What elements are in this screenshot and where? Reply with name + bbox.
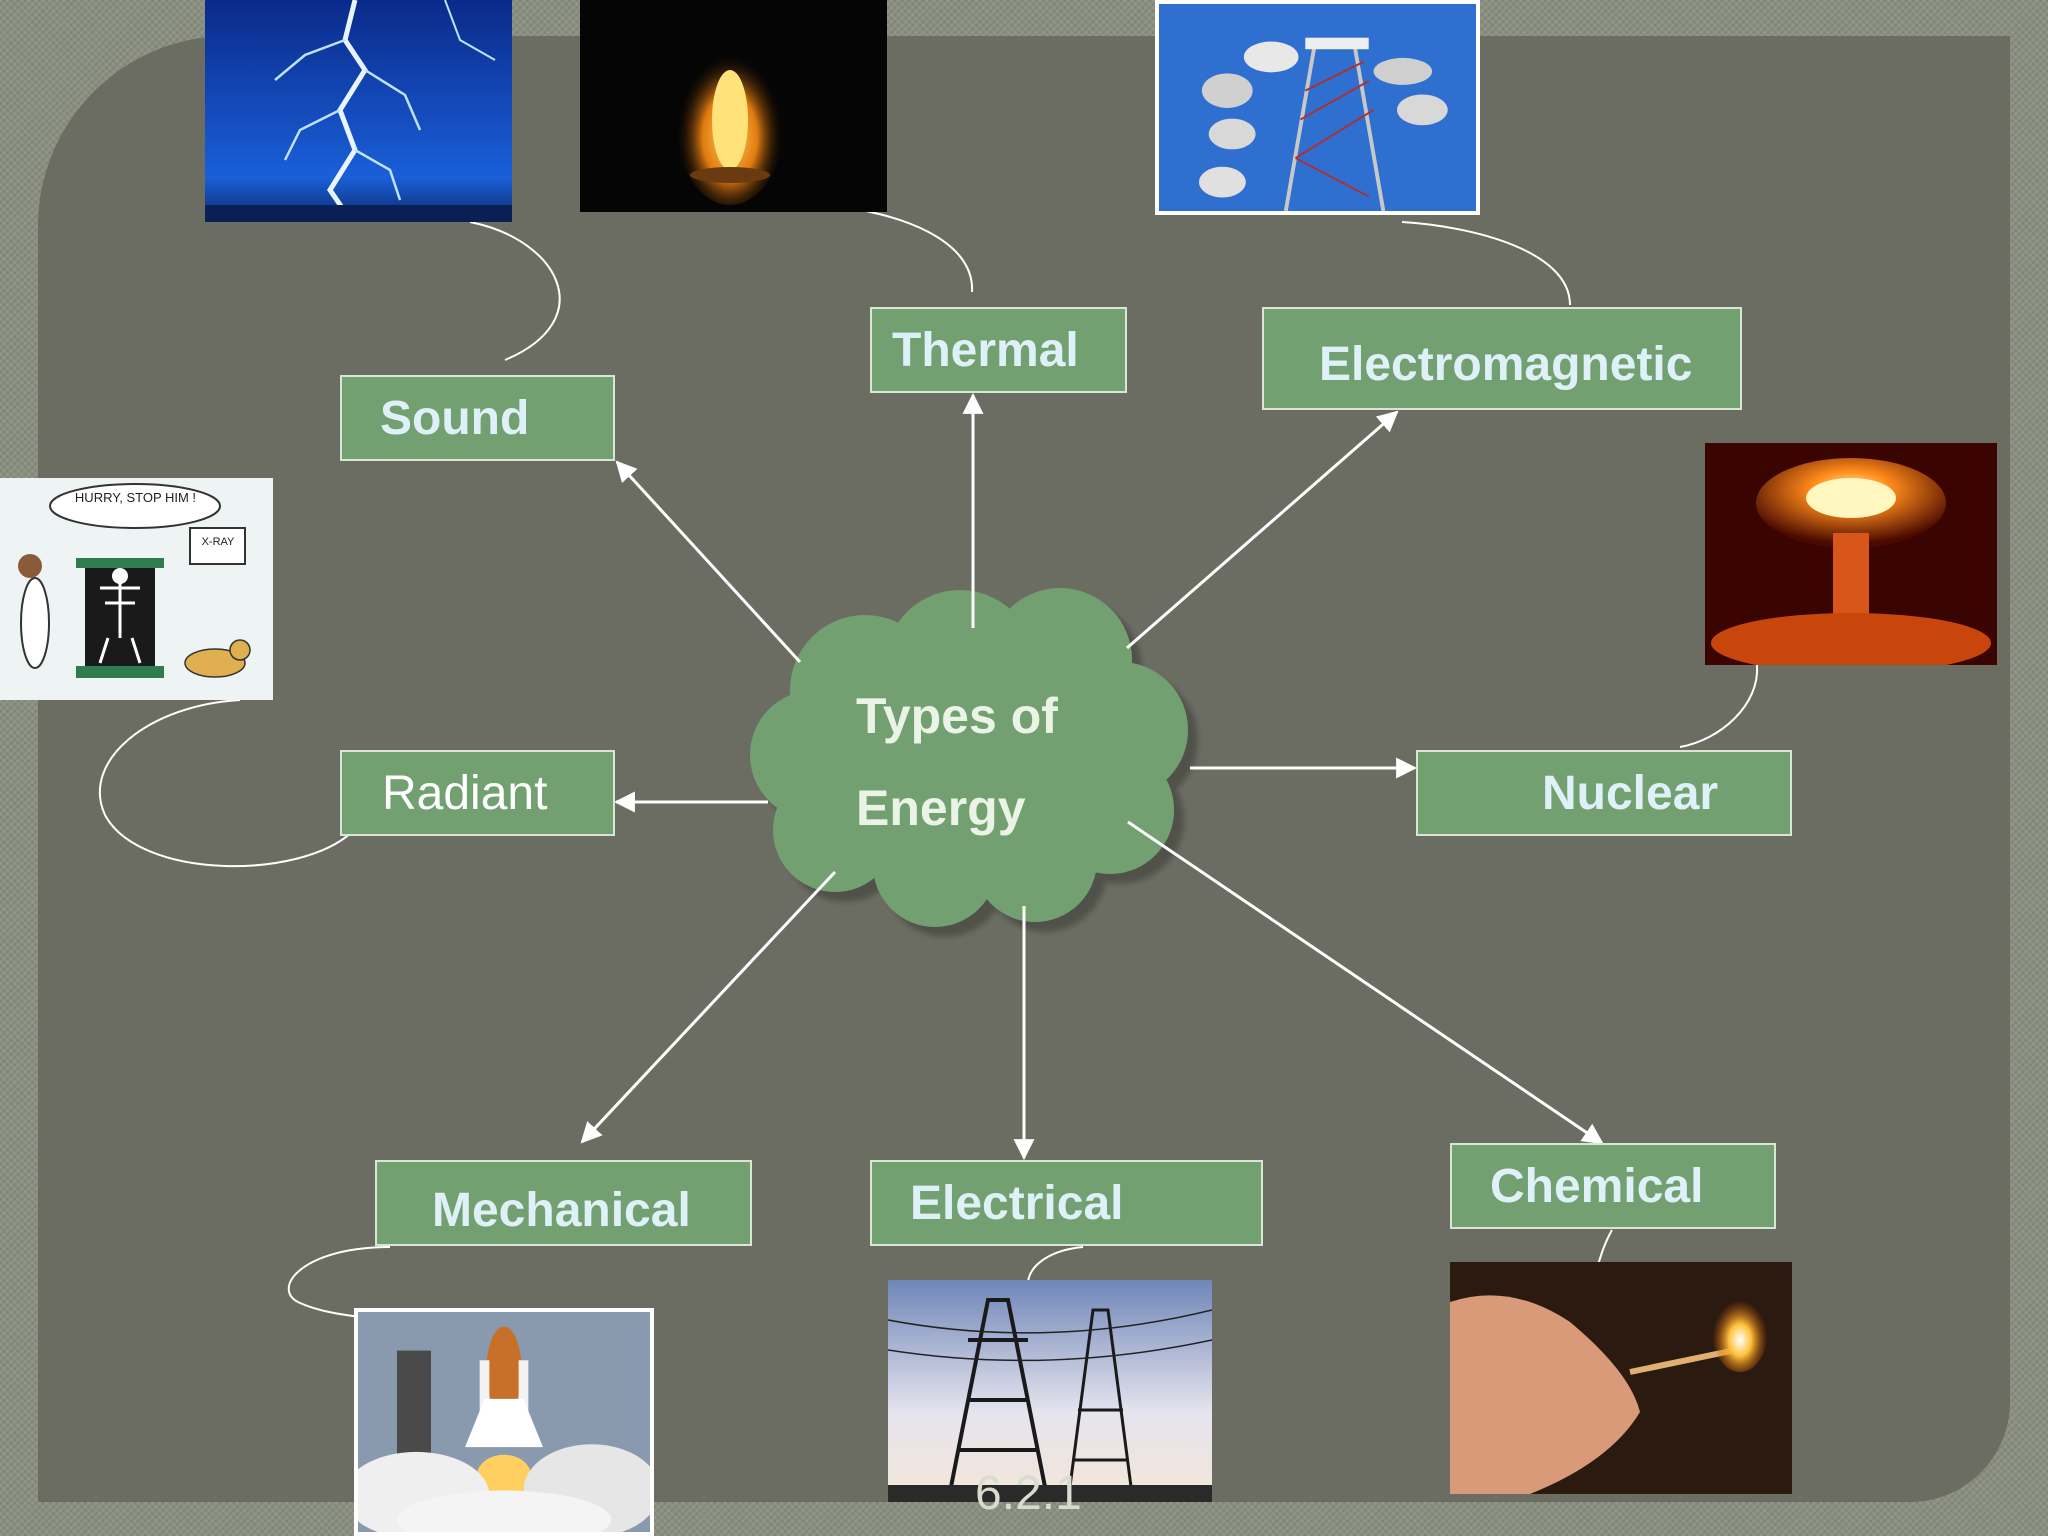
node-nuclear-label: Nuclear (1542, 766, 1719, 820)
hub-title: Types of Energy (856, 670, 1058, 854)
node-electromagnetic: Electromagnetic (1262, 307, 1742, 410)
node-sound: Sound (340, 375, 615, 461)
node-electromagnetic-label: Electromagnetic (1319, 338, 1693, 391)
arrow-sound (615, 460, 802, 664)
node-nuclear: Nuclear (1416, 750, 1792, 836)
campfire-image (580, 0, 887, 212)
match-flame-image (1450, 1262, 1792, 1494)
antenna-tower-image (1155, 0, 1480, 215)
arrow-chemical (1127, 820, 1604, 1145)
node-radiant-label: Radiant (382, 766, 548, 820)
arrow-electromagnetic (1126, 410, 1399, 650)
connector-nuclear (1679, 664, 1759, 748)
node-thermal-label: Thermal (892, 323, 1079, 377)
node-electrical: Electrical (870, 1160, 1263, 1246)
node-mechanical-label: Mechanical (432, 1183, 691, 1237)
connector-sound (469, 221, 561, 361)
connector-electromagnetic (1401, 221, 1571, 306)
hub-title-line1: Types of (856, 688, 1058, 744)
node-sound-label: Sound (380, 391, 530, 445)
node-electrical-label: Electrical (910, 1176, 1124, 1230)
slide-number: 6.2.1 (975, 1467, 1082, 1520)
node-chemical-label: Chemical (1490, 1159, 1704, 1213)
xray-cartoon-image: HURRY, STOP HIM ! X-RAY (0, 478, 273, 700)
power-lines-image (888, 1280, 1212, 1502)
connector-radiant (98, 699, 353, 868)
cartoon-sign-text: X-RAY (201, 536, 235, 548)
hub-title-line2: Energy (856, 780, 1026, 836)
connector-electrical (1027, 1246, 1084, 1283)
node-thermal: Thermal (870, 307, 1127, 393)
connector-thermal (824, 204, 974, 293)
energy-cloud (750, 588, 1188, 927)
cartoon-speech-text: HURRY, STOP HIM ! (74, 490, 197, 505)
lightning-image (205, 0, 512, 222)
node-chemical: Chemical (1450, 1143, 1776, 1229)
node-mechanical: Mechanical (375, 1160, 752, 1246)
mushroom-cloud-image (1705, 443, 1997, 665)
space-shuttle-image (354, 1308, 654, 1536)
node-radiant: Radiant (340, 750, 615, 836)
arrow-mechanical (580, 870, 837, 1144)
